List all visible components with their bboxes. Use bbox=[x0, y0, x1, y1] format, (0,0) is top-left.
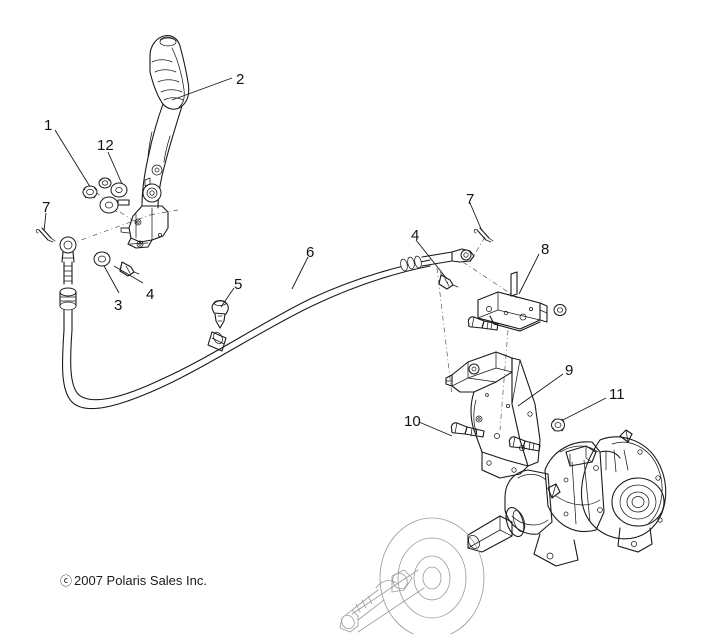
bracket-side-nut bbox=[553, 304, 567, 316]
callout-8: 8 bbox=[541, 241, 550, 258]
clevis-pin-right bbox=[438, 274, 459, 290]
lever-hardware bbox=[82, 177, 128, 214]
callout-9: 9 bbox=[565, 362, 574, 379]
callout-11: 11 bbox=[609, 386, 625, 403]
bracket-bolt-10 bbox=[450, 422, 485, 438]
gearcase-support-bracket bbox=[445, 351, 541, 479]
callout-7-right: 7 bbox=[466, 191, 475, 208]
clevis-bushing bbox=[93, 251, 111, 267]
callout-2: 2 bbox=[236, 71, 245, 88]
cotter-pin-right bbox=[473, 227, 494, 243]
brake-disc-and-propshaft-phantom bbox=[339, 517, 485, 634]
cable-mount-bracket bbox=[477, 271, 548, 332]
copyright-symbol: ⓒ bbox=[60, 574, 73, 588]
callout-5: 5 bbox=[234, 276, 243, 293]
callout-12: 12 bbox=[97, 137, 114, 154]
copyright-text: 2007 Polaris Sales Inc. bbox=[74, 573, 207, 588]
cable-clevis-left bbox=[59, 236, 77, 331]
leader-lines bbox=[43, 77, 607, 437]
callout-3: 3 bbox=[114, 297, 123, 314]
cable-end-ferrules bbox=[400, 251, 453, 272]
brake-cable bbox=[61, 248, 475, 410]
cable-fork-right bbox=[451, 248, 475, 263]
assembly-centerlines bbox=[69, 191, 521, 431]
callout-1: 1 bbox=[44, 117, 53, 134]
hand-brake-lever bbox=[117, 35, 190, 249]
cable-push-clip bbox=[211, 300, 229, 329]
callout-6: 6 bbox=[306, 244, 315, 261]
callout-4-right: 4 bbox=[411, 227, 420, 244]
bracket-bolt-left bbox=[467, 316, 499, 331]
callout-7-left: 7 bbox=[42, 199, 51, 216]
clevis-pin-left bbox=[119, 261, 140, 277]
gearcase-assembly bbox=[467, 429, 667, 567]
bracket-nut-11 bbox=[551, 418, 565, 432]
bracket-bolt-lower bbox=[508, 436, 541, 452]
cotter-pin-left bbox=[35, 227, 56, 243]
callout-4-left: 4 bbox=[146, 286, 155, 303]
callout-10: 10 bbox=[404, 413, 421, 430]
